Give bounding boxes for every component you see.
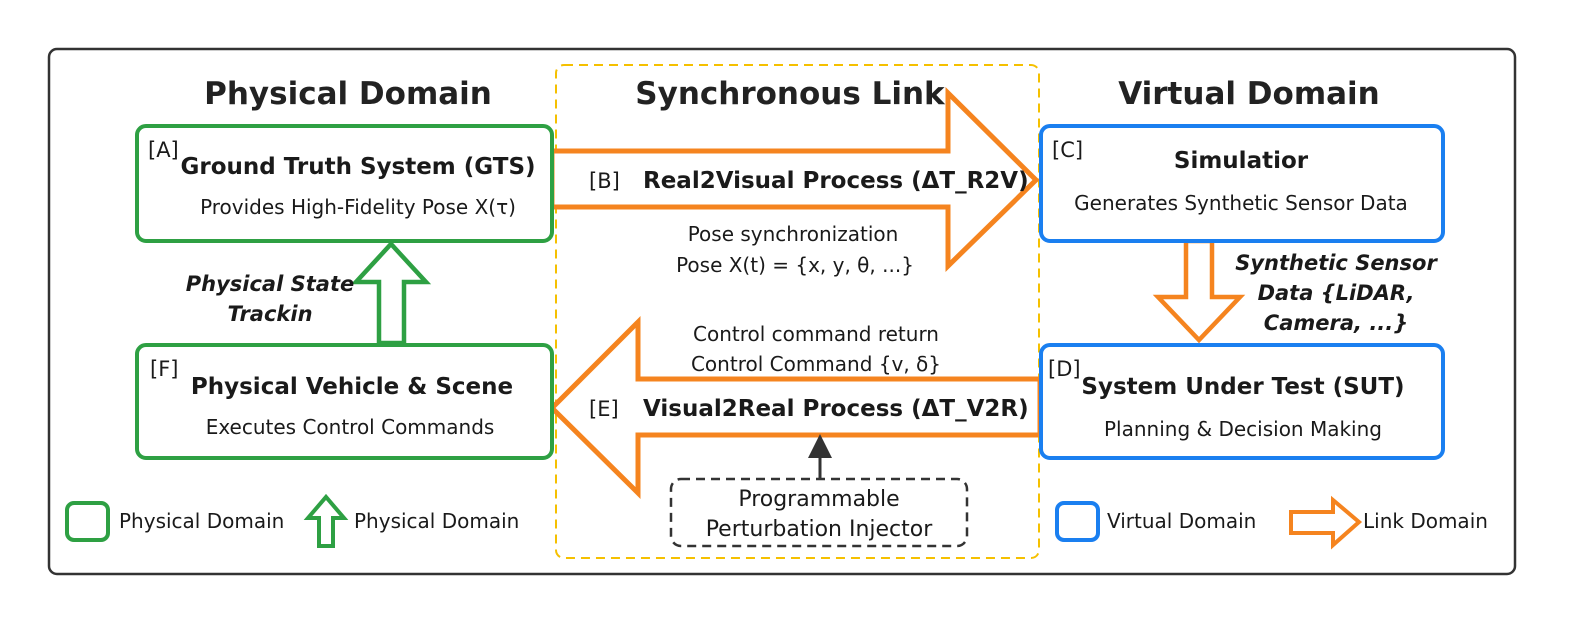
synchronous-link-header: Synchronous Link — [635, 76, 946, 112]
simulator-box — [1039, 124, 1445, 243]
sensor-label-3: Camera, ...} — [1264, 311, 1408, 335]
box-b-tag: [B] — [589, 169, 620, 193]
legend-physical-arrow-swatch — [303, 493, 349, 548]
physical-vehicle-subtitle: Executes Control Commands — [206, 415, 495, 439]
legend-physical-box-swatch — [65, 501, 110, 542]
simulator-subtitle: Generates Synthetic Sensor Data — [1074, 191, 1408, 215]
injector-line-2: Perturbation Injector — [706, 517, 934, 542]
box-c-tag: [C] — [1052, 138, 1083, 162]
ground-truth-subtitle: Provides High-Fidelity Pose X(τ) — [200, 195, 516, 219]
physical-vehicle-box — [135, 343, 554, 460]
legend-virtual-box-swatch — [1055, 501, 1100, 542]
real2visual-arrow — [549, 87, 1040, 272]
legend-physical-box-label: Physical Domain — [119, 509, 284, 533]
legend-virtual-box-label: Virtual Domain — [1107, 509, 1256, 533]
box-f-tag: [F] — [150, 357, 178, 381]
ground-truth-system-box — [135, 124, 554, 243]
system-under-test-box — [1039, 343, 1445, 460]
sut-subtitle: Planning & Decision Making — [1104, 417, 1382, 441]
legend-link-arrow-label: Link Domain — [1363, 509, 1488, 533]
legend-physical-arrow-label: Physical Domain — [354, 509, 519, 533]
control-return-caption: Control command return — [693, 322, 939, 346]
sensor-data-arrow — [1152, 238, 1246, 344]
tracking-label-2: Trackin — [227, 302, 312, 326]
real2visual-title: Real2Visual Process (ΔT_R2V) — [643, 168, 1029, 194]
legend-link-arrow-swatch — [1289, 495, 1363, 550]
physical-vehicle-title: Physical Vehicle & Scene — [191, 374, 513, 400]
box-a-tag: [A] — [148, 138, 179, 162]
sut-title: System Under Test (SUT) — [1081, 374, 1404, 400]
visual2real-arrow — [548, 315, 1043, 499]
box-e-tag: [E] — [589, 397, 619, 421]
injector-line-1: Programmable — [738, 487, 899, 512]
physical-tracking-arrow — [350, 240, 432, 346]
virtual-domain-header: Virtual Domain — [1118, 76, 1380, 112]
perturbation-injector-box — [669, 477, 969, 548]
tracking-label-1: Physical State — [186, 272, 354, 296]
pose-formula-caption: Pose X(t) = {x, y, θ, ...} — [676, 253, 914, 277]
pose-sync-caption: Pose synchronization — [688, 222, 899, 246]
control-command-caption: Control Command {v, δ} — [691, 352, 941, 376]
visual2real-title: Visual2Real Process (ΔT_V2R) — [643, 396, 1029, 422]
physical-domain-header: Physical Domain — [204, 76, 492, 112]
ground-truth-title: Ground Truth System (GTS) — [180, 154, 535, 180]
sensor-label-1: Synthetic Sensor — [1235, 251, 1438, 275]
synchronous-link-region — [555, 64, 1040, 559]
sensor-label-2: Data {LiDAR, — [1258, 281, 1415, 305]
simulator-title: Simulatior — [1174, 148, 1309, 174]
box-d-tag: [D] — [1048, 357, 1081, 381]
